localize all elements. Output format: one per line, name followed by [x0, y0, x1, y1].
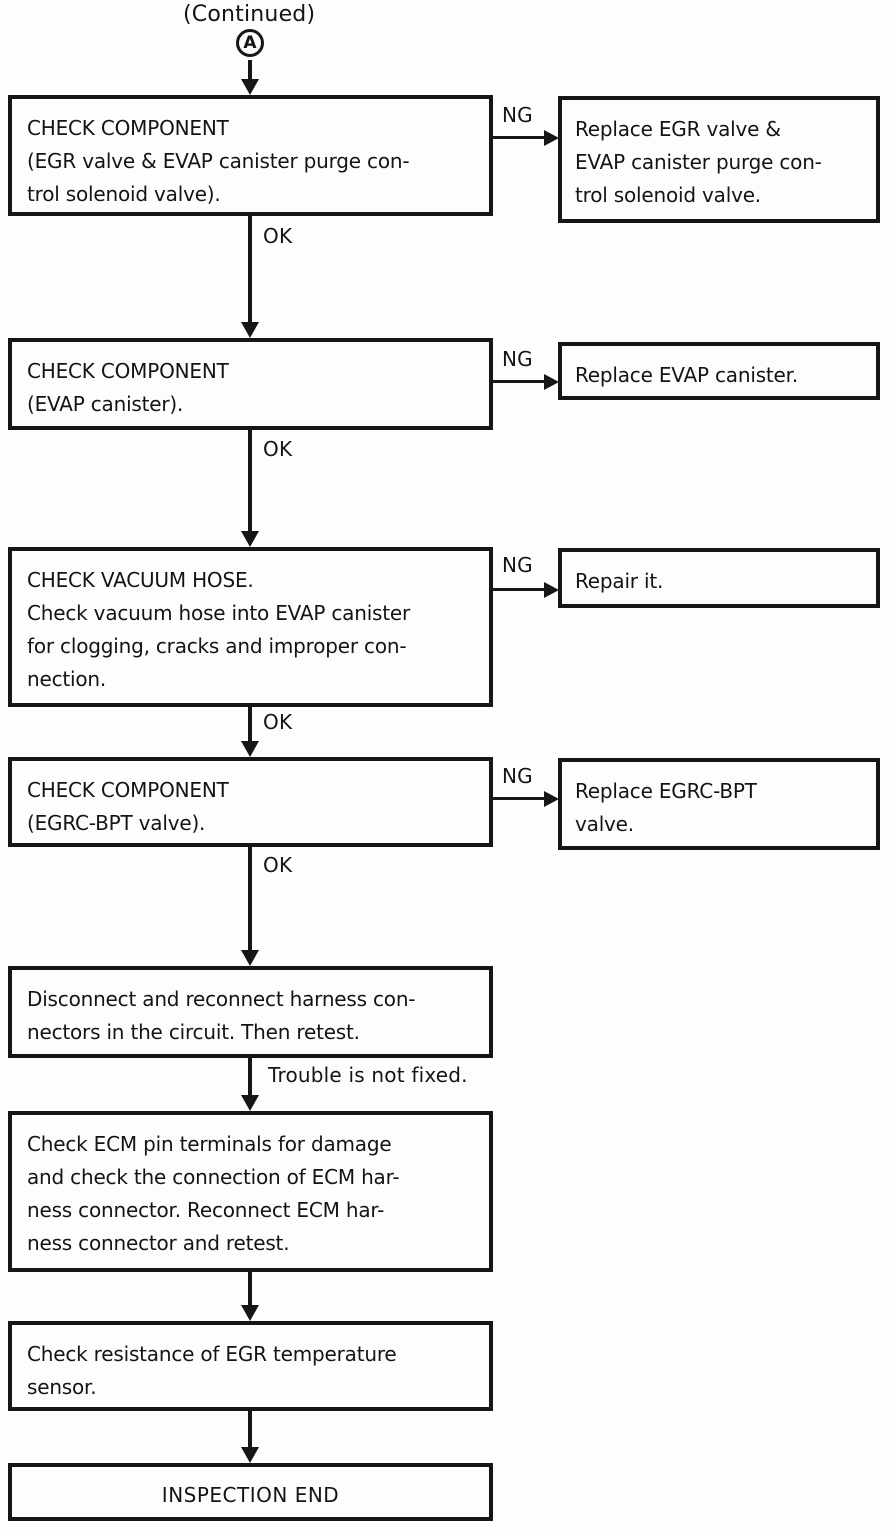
arrow-right-icon [544, 130, 559, 146]
arrow-down-icon [241, 79, 259, 95]
arrow-line [493, 797, 545, 800]
ok-label-4: OK [263, 853, 293, 877]
ng-label-3: NG [502, 553, 533, 577]
flow-step-box-4: CHECK COMPONENT (EGRC-BPT valve). [8, 757, 493, 847]
ng-label-4: NG [502, 764, 533, 788]
arrow-down-icon [241, 1305, 259, 1321]
arrow-down-icon [241, 950, 259, 966]
arrow-line [248, 1272, 252, 1307]
trouble-not-fixed-label: Trouble is not fixed. [268, 1063, 468, 1087]
arrow-line [248, 847, 252, 952]
arrow-line [248, 707, 252, 743]
arrow-line [248, 216, 252, 324]
flow-step-box-6: Check ECM pin terminals for damage and c… [8, 1111, 493, 1272]
connector-a-badge: A [236, 29, 264, 57]
arrow-line [248, 1411, 252, 1449]
ng-action-box-3: Repair it. [558, 548, 880, 608]
flow-step-box-2: CHECK COMPONENT (EVAP canister). [8, 338, 493, 430]
continued-label: (Continued) [183, 2, 316, 27]
ng-action-box-2: Replace EVAP canister. [558, 342, 880, 400]
ng-label-1: NG [502, 103, 533, 127]
arrow-line [248, 1058, 252, 1097]
ng-label-2: NG [502, 347, 533, 371]
inspection-end-box: INSPECTION END [8, 1463, 493, 1521]
arrow-right-icon [544, 582, 559, 598]
flow-step-box-7: Check resistance of EGR temperature sens… [8, 1321, 493, 1411]
arrow-line [493, 380, 545, 383]
arrow-down-icon [241, 741, 259, 757]
arrow-down-icon [241, 1447, 259, 1463]
arrow-down-icon [241, 1095, 259, 1111]
arrow-down-icon [241, 322, 259, 338]
flow-step-box-1: CHECK COMPONENT (EGR valve & EVAP canist… [8, 95, 493, 216]
arrow-line [248, 430, 252, 533]
flow-step-box-5: Disconnect and reconnect harness con- ne… [8, 966, 493, 1058]
arrow-down-icon [241, 531, 259, 547]
arrow-right-icon [544, 791, 559, 807]
ok-label-3: OK [263, 710, 293, 734]
ok-label-2: OK [263, 437, 293, 461]
arrow-right-icon [544, 374, 559, 390]
ok-label-1: OK [263, 224, 293, 248]
ng-action-box-4: Replace EGRC-BPT valve. [558, 758, 880, 850]
arrow-line [248, 60, 252, 82]
arrow-line [493, 136, 545, 139]
flow-step-box-3: CHECK VACUUM HOSE. Check vacuum hose int… [8, 547, 493, 707]
connector-a-label: A [243, 33, 257, 53]
arrow-line [493, 588, 545, 591]
ng-action-box-1: Replace EGR valve & EVAP canister purge … [558, 96, 880, 223]
